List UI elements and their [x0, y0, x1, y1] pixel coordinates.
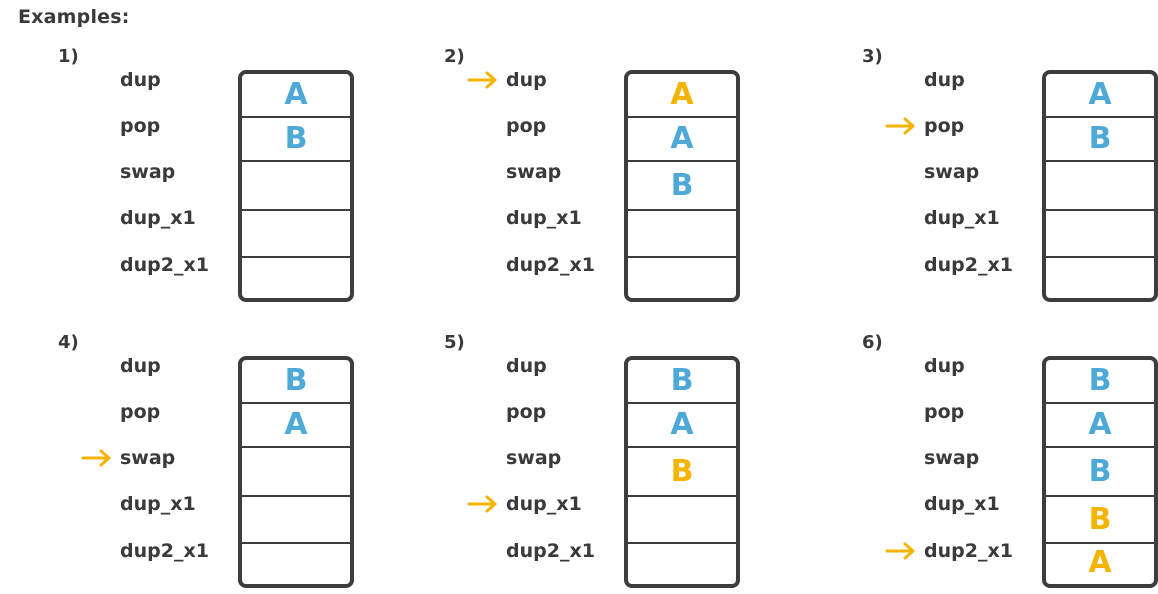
instruction-dup2-x1: dup2_x1 — [924, 540, 1013, 562]
instruction-list: dup pop swap dup_x1 dup2_x1 — [506, 332, 626, 594]
stack-slot: A — [628, 74, 736, 118]
stack-slot: B — [628, 360, 736, 404]
stack-slot: B — [628, 162, 736, 211]
stack-slot: B — [1046, 497, 1154, 544]
stack-slot: B — [1046, 448, 1154, 497]
stack-slot: A — [1088, 545, 1112, 580]
arrow-right-icon — [466, 490, 500, 518]
example-number: 3) — [862, 46, 883, 67]
arrow-right-icon — [80, 444, 114, 472]
instruction-dup: dup — [120, 69, 161, 91]
instruction-pop: pop — [506, 115, 547, 137]
stack-slot — [1046, 211, 1154, 258]
stack-slot: A — [628, 118, 736, 162]
instruction-list: dup pop swap dup_x1 dup2_x1 — [924, 332, 1044, 594]
stack-slot: A — [628, 404, 736, 448]
instruction-dup2-x1: dup2_x1 — [120, 540, 209, 562]
instruction-swap: swap — [120, 447, 176, 469]
stack-slot — [1046, 258, 1154, 298]
stack-slot — [628, 211, 736, 258]
stack-slot: B — [242, 118, 350, 162]
stack-slot: B — [242, 360, 350, 404]
instruction-swap: swap — [924, 161, 980, 183]
arrow-right-icon — [466, 66, 500, 94]
instruction-swap: swap — [120, 161, 176, 183]
instruction-dup: dup — [506, 355, 547, 377]
instruction-dup: dup — [924, 355, 965, 377]
stack-slot — [242, 448, 350, 497]
instruction-dup-x1: dup_x1 — [120, 207, 196, 229]
instruction-pop: pop — [506, 401, 547, 423]
stack-slot: B — [628, 448, 736, 497]
instruction-dup-x1: dup_x1 — [924, 493, 1000, 515]
stack-slot: A — [1046, 404, 1154, 448]
instruction-pop: pop — [120, 115, 161, 137]
instruction-list: dup pop swap dup_x1 dup2_x1 — [120, 332, 240, 594]
instruction-dup-x1: dup_x1 — [120, 493, 196, 515]
example-number: 1) — [58, 46, 79, 67]
instruction-dup2-x1: dup2_x1 — [506, 540, 595, 562]
instruction-dup: dup — [506, 69, 547, 91]
page-title: Examples: — [18, 6, 130, 28]
stack-slot — [1046, 162, 1154, 211]
instruction-dup2-x1: dup2_x1 — [506, 254, 595, 276]
stack-slot — [242, 544, 350, 584]
stack-slot: A — [242, 74, 350, 118]
arrow-right-icon — [884, 537, 918, 565]
stack-slot — [628, 497, 736, 544]
example-number: 5) — [444, 332, 465, 353]
stack-slot — [242, 211, 350, 258]
stack-slot: B — [1046, 118, 1154, 162]
stack-slot: B — [1046, 360, 1154, 404]
instruction-swap: swap — [924, 447, 980, 469]
instruction-dup-x1: dup_x1 — [506, 207, 582, 229]
instruction-dup: dup — [120, 355, 161, 377]
instruction-dup-x1: dup_x1 — [924, 207, 1000, 229]
instruction-list: dup pop swap dup_x1 dup2_x1 — [924, 46, 1044, 308]
instruction-pop: pop — [924, 115, 965, 137]
stack-slot — [242, 497, 350, 544]
stack-slot — [242, 258, 350, 298]
example-number: 2) — [444, 46, 465, 67]
instruction-dup2-x1: dup2_x1 — [120, 254, 209, 276]
instruction-dup-x1: dup_x1 — [506, 493, 582, 515]
instruction-pop: pop — [120, 401, 161, 423]
stack-slot: A — [1046, 74, 1154, 118]
arrow-right-icon — [884, 112, 918, 140]
example-number: 6) — [862, 332, 883, 353]
instruction-pop: pop — [924, 401, 965, 423]
instruction-list: dup pop swap dup_x1 dup2_x1 — [120, 46, 240, 308]
stack-slot: A — [242, 404, 350, 448]
instruction-dup: dup — [924, 69, 965, 91]
instruction-list: dup pop swap dup_x1 dup2_x1 — [506, 46, 626, 308]
stack-slot — [242, 162, 350, 211]
instruction-dup2-x1: dup2_x1 — [924, 254, 1013, 276]
stack-slot — [628, 258, 736, 298]
instruction-swap: swap — [506, 447, 562, 469]
instruction-swap: swap — [506, 161, 562, 183]
stack-slot — [628, 544, 736, 584]
example-number: 4) — [58, 332, 79, 353]
